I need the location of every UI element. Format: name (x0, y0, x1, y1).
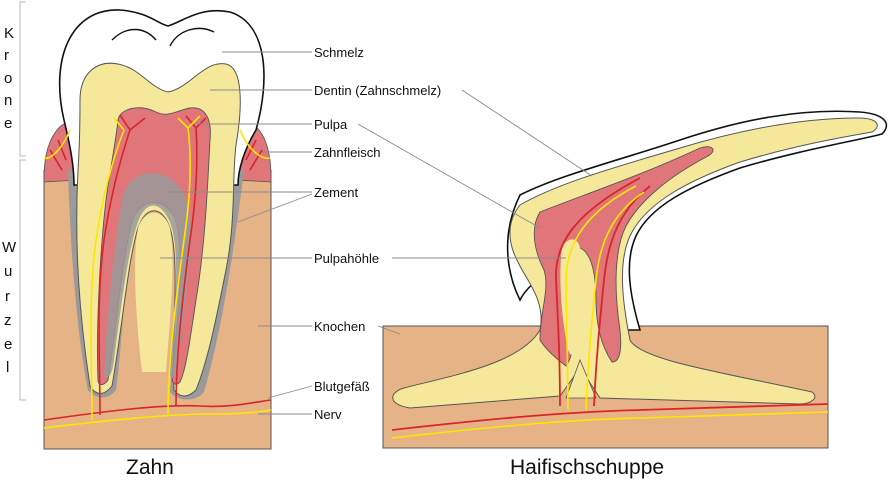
wurzel-letter: r (5, 288, 10, 305)
tooth-pulp-core (135, 213, 173, 372)
wurzel-letter: W (2, 239, 17, 256)
tooth-enamel-ridge (111, 27, 215, 47)
leader-knochen-scale (377, 325, 401, 335)
leader-dentin-scale (461, 89, 593, 177)
labels: Schmelz Dentin (Zahnschmelz) Pulpa Zahnf… (314, 45, 441, 422)
tooth-nerves (43, 115, 272, 429)
leader-pulpa-scale (357, 123, 541, 229)
label-blutgefaess: Blutgefäß (314, 379, 370, 394)
label-schmelz: Schmelz (314, 45, 364, 60)
krone-letter: n (4, 92, 12, 109)
krone-letter: o (4, 70, 12, 87)
wurzel-letter: l (6, 359, 9, 376)
label-pulpa: Pulpa (314, 117, 348, 132)
tooth-figure (43, 9, 272, 450)
caption-shark-scale: Haifischschuppe (510, 456, 664, 479)
label-dentin: Dentin (Zahnschmelz) (314, 83, 441, 98)
tooth-blood-vessels (43, 114, 272, 421)
wurzel-letter: z (4, 312, 12, 329)
tooth-pulp-inner (104, 173, 191, 378)
caption-tooth: Zahn (126, 456, 174, 479)
wurzel-letter: e (4, 336, 12, 353)
leader-zement-2 (237, 193, 313, 223)
scale-nerves (391, 185, 829, 439)
label-nerv: Nerv (314, 407, 342, 422)
label-knochen: Knochen (314, 319, 365, 334)
krone-letter: r (4, 47, 9, 64)
scale-pulp (533, 146, 714, 367)
wurzel-letter: u (4, 263, 12, 280)
krone-letter: K (4, 25, 14, 42)
label-zahnfleisch: Zahnfleisch (314, 145, 380, 160)
leader-blutgefaess (267, 385, 313, 399)
label-pulpahoehle: Pulpahöhle (314, 251, 379, 266)
wurzel-bracket (19, 159, 26, 401)
scale-blood-vessels (391, 177, 829, 431)
label-zement: Zement (314, 185, 358, 200)
leader-lines (160, 51, 593, 415)
side-brackets: K r o n e W u r z e l (2, 1, 26, 401)
shark-scale-figure (382, 110, 888, 449)
krone-bracket (19, 1, 26, 157)
krone-letter: e (4, 115, 12, 132)
